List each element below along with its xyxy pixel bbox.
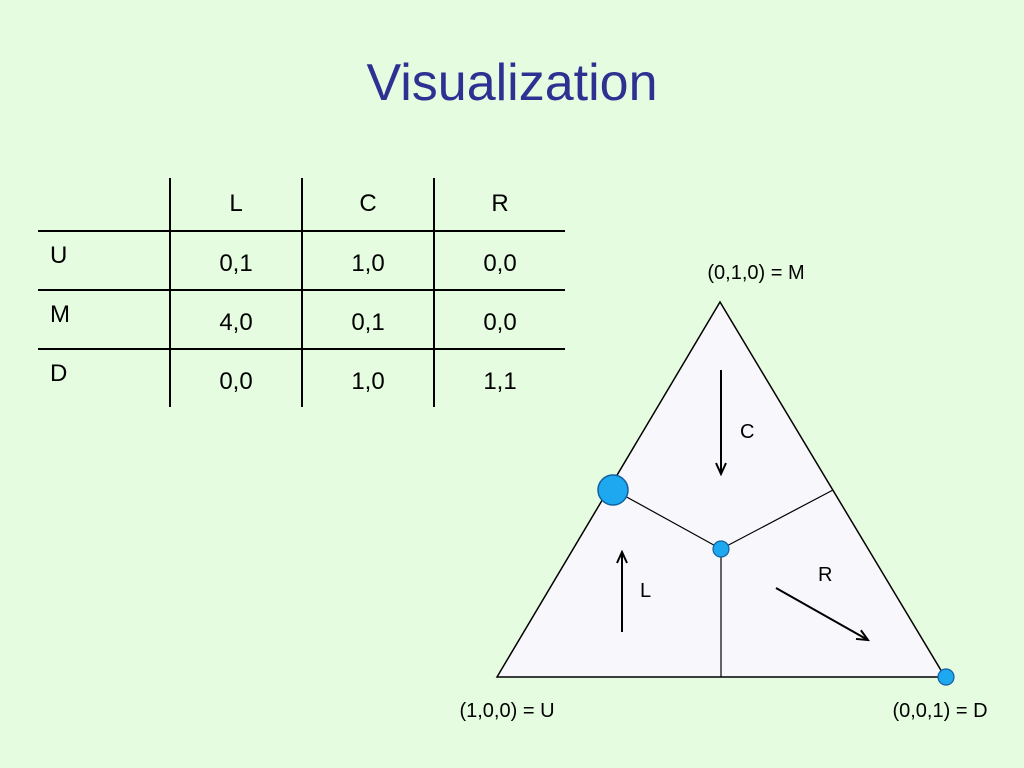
row-label-d: D [50,360,68,387]
table-row-u: U 0,1 1,0 0,0 [38,231,565,290]
region-label-r: R [818,564,832,586]
table-cell: 0,0 [433,290,565,349]
row-label-u: U [50,242,68,269]
table-cell: 1,0 [301,231,434,290]
region-label-c: C [740,421,754,443]
table-row-m: M 4,0 0,1 0,0 [38,290,565,349]
region-boundary-left [613,489,722,550]
column-header-c: C [301,178,434,231]
column-header-l: L [169,178,302,231]
table-cell: 1,1 [433,349,565,407]
table-cell: 0,0 [169,349,302,407]
table-header-row: L C R [38,178,565,231]
vertex-label-top: (0,1,0) = M [707,262,804,284]
equilibrium-point-center [712,540,730,558]
table-cell: 0,1 [169,231,302,290]
vertex-label-left: (1,0,0) = U [459,700,554,722]
table-cell: 1,0 [301,349,434,407]
equilibrium-point-large [597,474,629,506]
row-label-m: M [50,301,70,328]
column-header-r: R [433,178,565,231]
table-row-d: D 0,0 1,0 1,1 [38,349,565,407]
arrow-r [775,587,868,640]
table-cell: 0,1 [301,290,434,349]
table-cell: 0,0 [433,231,565,290]
table-cell: 4,0 [169,290,302,349]
region-label-l: L [640,580,651,602]
vertex-label-right: (0,0,1) = D [892,700,987,722]
slide-title: Visualization [366,54,658,112]
equilibrium-point-vertex-d [937,668,955,686]
payoff-table: L C R U 0,1 1,0 0,0 M 4,0 0,1 0,0 D 0,0 … [38,178,565,407]
region-boundary-right [720,489,834,550]
